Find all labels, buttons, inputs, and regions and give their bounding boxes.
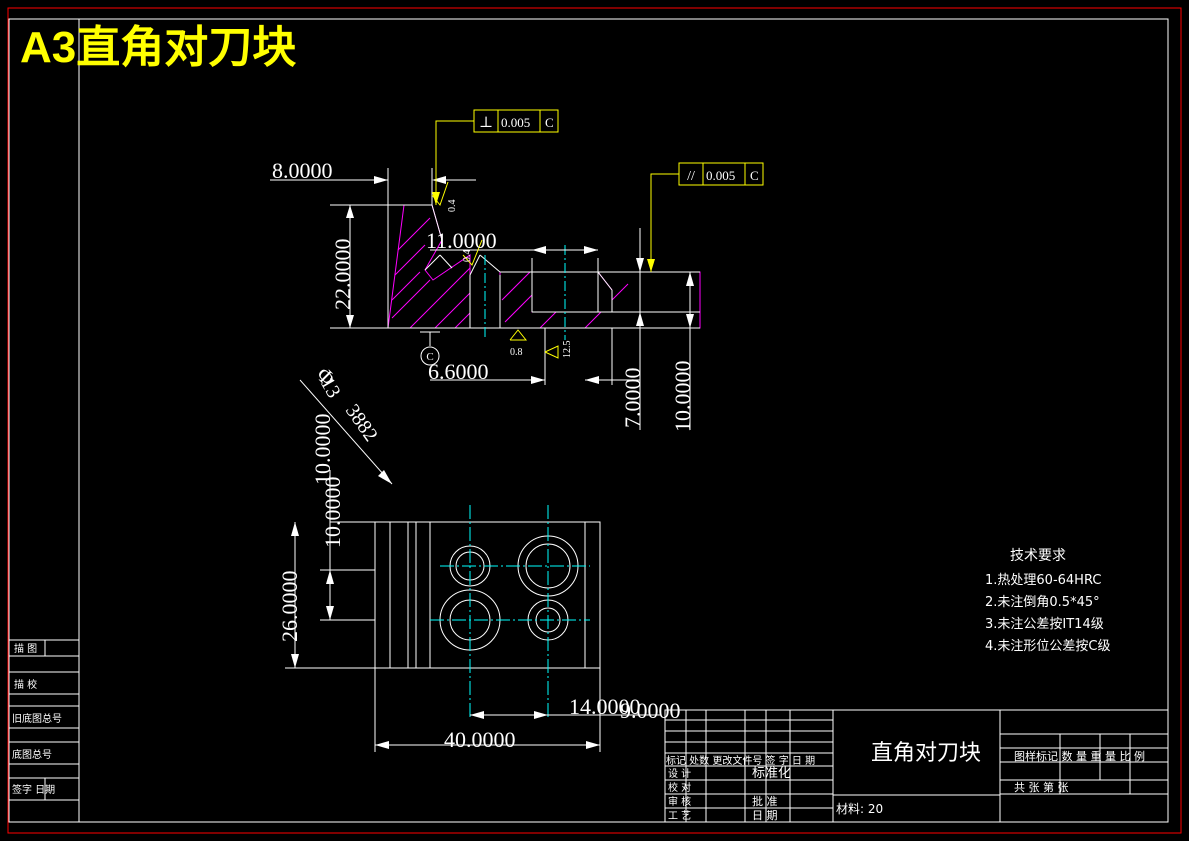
tech-item-4: 4.未注形位公差按C级 bbox=[985, 639, 1110, 654]
dim-14: 14.0000 bbox=[569, 694, 641, 719]
dim-26: 26.0000 bbox=[277, 571, 302, 643]
dim-22: 22.0000 bbox=[330, 239, 355, 311]
role-review: 审 核 bbox=[668, 795, 691, 808]
dim-40: 40.0000 bbox=[444, 727, 516, 752]
dim-10-plan-b: 10.0000 bbox=[310, 414, 335, 486]
tech-item-2: 2.未注倒角0.5*45° bbox=[985, 595, 1100, 610]
dim-11: 11.0000 bbox=[426, 228, 497, 253]
roughness-4: 12.5 bbox=[562, 341, 573, 359]
tech-heading: 技术要求 bbox=[1010, 548, 1066, 564]
dim-10-plan: 10.0000 bbox=[320, 477, 345, 549]
title-block: 标记 处数 更改文件号 签 字 日 期 设 计 校 对 审 核 工 艺 标准化 … bbox=[664, 709, 1169, 823]
standardization: 标准化 bbox=[752, 766, 791, 781]
date-label: 日 期 bbox=[752, 809, 778, 822]
dim-7: 7.0000 bbox=[620, 368, 645, 429]
svg-text:0.005: 0.005 bbox=[706, 168, 735, 183]
section-view bbox=[270, 120, 701, 430]
left-strip-frame bbox=[8, 18, 80, 823]
svg-text:⊥: ⊥ bbox=[479, 115, 493, 131]
sheet-info: 共 张 第 张 bbox=[1014, 780, 1069, 794]
tech-item-3: 3.未注公差按IT14级 bbox=[985, 617, 1104, 632]
role-process: 工 艺 bbox=[668, 810, 691, 822]
strip-1: 描 图 bbox=[14, 642, 37, 655]
approve: 批 准 bbox=[752, 794, 778, 808]
roughness-2: 0.4 bbox=[462, 250, 473, 263]
role-check: 校 对 bbox=[668, 781, 691, 794]
parallelism-frame: // 0.005 C bbox=[678, 162, 764, 186]
svg-text:C: C bbox=[545, 115, 554, 130]
svg-text:0.005: 0.005 bbox=[501, 115, 530, 130]
part-name: 直角对刀块 bbox=[871, 741, 981, 766]
outer-border bbox=[7, 7, 1182, 834]
material: 材料: 20 bbox=[836, 802, 883, 816]
roughness-1: 0.4 bbox=[447, 200, 458, 213]
dim-8: 8.0000 bbox=[272, 158, 333, 183]
perpendicularity-frame: ⊥ 0.005 C bbox=[473, 109, 559, 133]
right-header: 图样标记 数 量 重 量 比 例 bbox=[1014, 749, 1145, 763]
strip-3: 旧底图总号 bbox=[12, 712, 62, 725]
tech-requirements: 技术要求 1.热处理60-64HRC 2.未注倒角0.5*45° 3.未注公差按… bbox=[985, 548, 1110, 654]
role-design: 设 计 bbox=[668, 767, 691, 780]
svg-text://: // bbox=[687, 169, 695, 184]
dim-3882: 3882 bbox=[341, 400, 382, 445]
dim-10: 10.0000 bbox=[670, 361, 695, 433]
sheet-title: A3直角对刀块 bbox=[20, 23, 296, 72]
revision-header: 标记 处数 更改文件号 签 字 日 期 bbox=[666, 754, 815, 767]
left-strip-table: 描 图 描 校 旧底图总号 底图总号 签字 日期 bbox=[9, 640, 79, 801]
strip-5: 签字 日期 bbox=[12, 783, 55, 796]
strip-4: 底图总号 bbox=[12, 748, 52, 761]
dim-6-6: 6.6000 bbox=[428, 359, 489, 384]
datum-label: C bbox=[426, 351, 433, 363]
tech-item-1: 1.热处理60-64HRC bbox=[985, 573, 1101, 588]
strip-2: 描 校 bbox=[14, 678, 37, 691]
roughness-3: 0.8 bbox=[510, 347, 523, 358]
plan-view bbox=[285, 379, 660, 752]
svg-text:C: C bbox=[750, 168, 759, 183]
